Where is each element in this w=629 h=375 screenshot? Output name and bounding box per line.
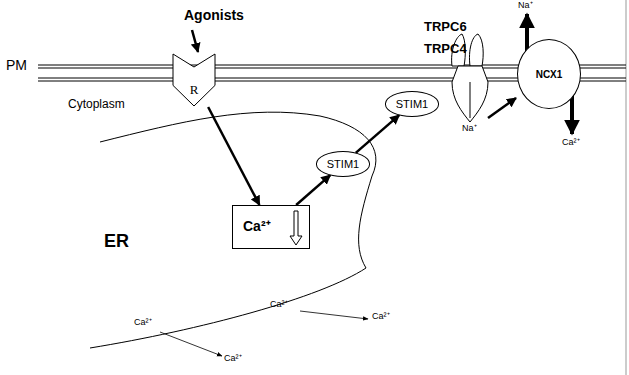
er-membrane [90, 112, 376, 348]
node-label: R [190, 83, 199, 97]
ion-label: Ca²⁺ [372, 312, 390, 322]
ion-label: Na⁺ [462, 124, 477, 134]
receptor-outline [172, 53, 216, 107]
signal-arrow [208, 107, 259, 205]
calcium-store-box: Ca²⁺ [232, 205, 310, 249]
compartment-label: ER [104, 232, 129, 252]
node-label: STIM1 [396, 98, 428, 110]
signal-arrow [296, 175, 330, 205]
signal-arrow [356, 115, 399, 153]
ion-label: Na⁺ [518, 1, 533, 11]
calcium-leak-arrow [160, 332, 222, 356]
receptor: R [172, 53, 216, 107]
stim1-ellipse: STIM1 [385, 91, 439, 116]
ion-label: Ca²⁺ [224, 354, 242, 364]
channel-label: TRPC6 [424, 20, 467, 34]
ncx1-exchanger: NCX1 [517, 39, 581, 109]
calcium-leak-arrow [300, 311, 368, 319]
sodium-flux-arrow [488, 98, 516, 118]
frame-line [626, 0, 627, 375]
membrane-label: PM [6, 58, 27, 73]
agonist-arrow [192, 30, 198, 52]
ion-label: Ca²⁺ [270, 300, 288, 310]
ion-label: Ca²⁺ [134, 318, 152, 328]
node-label: Ca²⁺ [243, 219, 271, 234]
stim1-ellipse: STIM1 [316, 151, 370, 176]
channel-label: TRPC4 [424, 42, 467, 56]
node-label: STIM1 [327, 158, 359, 170]
stimulus-label: Agonists [184, 8, 244, 23]
ion-label: Ca²⁺ [562, 138, 580, 148]
decrease-arrow [289, 210, 303, 246]
node-label: NCX1 [536, 69, 563, 80]
compartment-label: Cytoplasm [68, 98, 125, 111]
